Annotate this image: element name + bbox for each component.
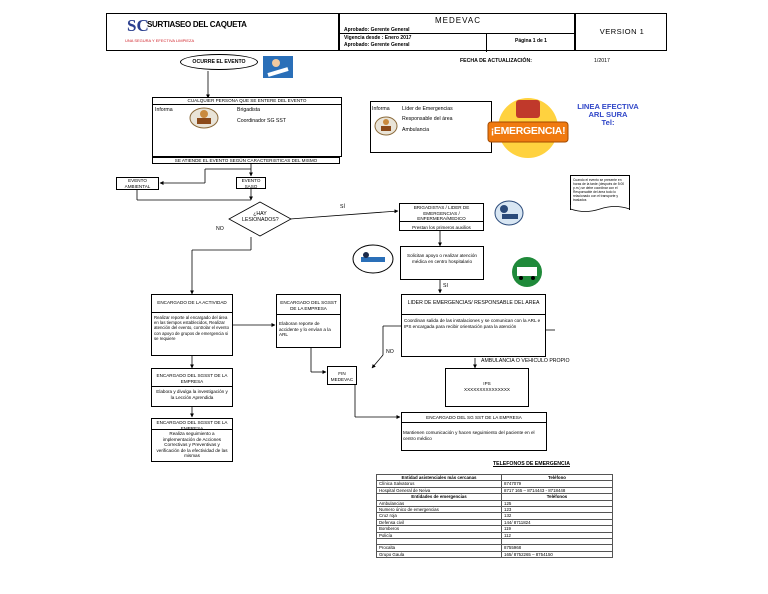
sgsst-report-body: Elaboran reporte de accidente y lo envía… <box>279 321 331 338</box>
leader-responsible-title: LIDER DE EMERGENCIAS/ RESPONSABLE DEL AR… <box>402 295 545 315</box>
sgsst-communication-body: Mantienen comunicación y hacen seguimien… <box>403 430 535 441</box>
sgsst-report-title: ENCARGADO DEL SGSST DE LA EMPRESA <box>277 295 340 315</box>
leader-responsible-body: Coordinan salida de las instalaciones y … <box>404 318 541 329</box>
clinic-phone: 8747079 <box>501 480 613 488</box>
sst-event-node: EVENTO SASO <box>236 177 266 189</box>
yes-label-1: SÍ <box>340 204 345 210</box>
brigadiers-title: BRIGADISTAS / LIDER DE EMERGENCIAS / ENF… <box>400 204 483 222</box>
area-responsible-label: Responsable del área <box>402 116 453 122</box>
company-name: SURTIASEO DEL CAQUETA <box>147 20 247 29</box>
sgsst-communication-title: ENCARGADO DEL SG SST DE LA EMPRESA <box>402 413 546 423</box>
note-wave <box>570 205 630 212</box>
informed-informs: Informa <box>372 106 390 112</box>
own-vehicle-label: AMBULANCIA O VEHICULO PROPIO <box>481 358 570 364</box>
brigadiers-box: BRIGADISTAS / LIDER DE EMERGENCIAS / ENF… <box>399 203 484 231</box>
no-label-1: NO <box>216 226 224 232</box>
activity-manager-body: Realizar reporte al encargado del área e… <box>154 315 230 341</box>
effective-line-2: ARL SURA <box>588 110 628 119</box>
start-event-node: OCURRE EL EVENTO <box>180 54 258 70</box>
medical-support-box: Solicitan apoyo o realizar atención médi… <box>400 246 484 280</box>
coordinator-label: Coordinador SG SST <box>237 118 287 124</box>
yes-label-2: SI <box>443 283 448 289</box>
header-version-cell: VERSION 1 <box>575 13 667 51</box>
start-event-label: OCURRE EL EVENTO <box>192 59 246 65</box>
first-aid-label: Prestan los primeros auxilios <box>412 225 471 230</box>
injured-person-icon <box>262 55 294 79</box>
emergency-phones-table: Entidad asistenciales más cercanas Teléf… <box>376 473 613 559</box>
effective-line-title: LINEA EFECTIVA ARL SURA Tel: <box>566 103 650 127</box>
ips-label: IPS <box>483 381 491 386</box>
company-logo: SC <box>127 16 149 35</box>
emergency-badge-icon: ¡EMERGENCIA! <box>486 96 570 160</box>
entity-phone: 165/ 8752265 – 8754150 <box>501 550 613 559</box>
followup-box: ENCARGADO DEL SGSST DE LA EMPRESA Realiz… <box>151 418 233 462</box>
end-medevac-node: FIN MEDEVAC <box>327 366 357 385</box>
activity-manager-title: ENCARGADO DE LA ACTIVIDAD <box>152 295 232 313</box>
attend-event-bar: SE ATIENDE EL EVENTO SEGÚN CARACTERISTIC… <box>152 157 340 164</box>
injured-decision: ¿HAY LESIONADOS? <box>228 201 292 237</box>
ambulance-label: Ambulancia <box>402 127 430 133</box>
stretcher-icon <box>352 244 394 274</box>
emergency-leader-label: Líder de Emergencias <box>402 106 453 112</box>
reporter-title: CUALQUIER PERSONA QUE SE ENTERE DEL EVEN… <box>153 98 341 105</box>
update-value: 1/2017 <box>594 58 610 64</box>
sgsst-communication-box: ENCARGADO DEL SG SST DE LA EMPRESA Manti… <box>401 412 547 451</box>
update-label: FECHA DE ACTUALIZACIÓN: <box>460 58 532 64</box>
first-aid-icon <box>494 200 524 226</box>
doc-title: MEDEVAC <box>435 16 481 25</box>
no-label-2: NO <box>386 349 394 355</box>
phones-header-phone: Teléfono <box>501 473 613 482</box>
reporter-informs: Informa <box>155 107 173 113</box>
emergency-staff-icon <box>374 116 398 136</box>
header-page-number: Página 1 de 1 <box>515 38 547 44</box>
header-title-cell: MEDEVAC Aprobado: Gerente General Vigenc… <box>339 13 576 52</box>
activity-manager-box: ENCARGADO DE LA ACTIVIDAD Realizar repor… <box>151 294 233 356</box>
header-approved-1: Aprobado: Gerente General <box>344 27 410 33</box>
company-slogan: UNA SEGURA Y EFECTIVA LIMPIEZA <box>125 38 195 43</box>
sgsst-report-box: ENCARGADO DEL SGSST DE LA EMPRESA Elabor… <box>276 294 341 348</box>
entity-phone: 125 <box>501 499 613 507</box>
effective-line-3: Tel: <box>601 118 615 127</box>
investigation-box: ENCARGADO DEL SGSST DE LA EMPRESA Elabor… <box>151 368 233 407</box>
header-logo-cell: SC SURTIASEO DEL CAQUETA UNA SEGURA Y EF… <box>106 13 339 51</box>
investigation-title: ENCARGADO DEL SGSST DE LA EMPRESA <box>152 369 232 387</box>
injured-question: ¿HAY LESIONADOS? <box>242 211 279 224</box>
followup-body: Realiza seguimiento a implementación de … <box>156 431 228 459</box>
followup-title: ENCARGADO DEL SGSST DE LA EMPRESA <box>152 419 232 431</box>
afternoon-note-text: Cuando el evento se presente en horas de… <box>573 178 625 202</box>
ambulance-icon <box>510 257 544 287</box>
informed-box: Informa Líder de Emergencias Responsable… <box>370 101 492 153</box>
brigade-label: Brigadista <box>237 107 261 113</box>
header-approved-2: Aprobado: Gerente General <box>344 42 410 48</box>
investigation-body: Elabora y divulga la investigación y la … <box>156 389 228 400</box>
afternoon-note: Cuando el evento se presente en horas de… <box>570 175 630 210</box>
phones-header-phones: Teléfonos <box>501 493 613 501</box>
emergency-badge-text: ¡EMERGENCIA! <box>490 125 566 137</box>
header-validity: Vigencia desde : Enero 2017 <box>344 35 412 41</box>
brigade-worker-icon <box>189 107 219 129</box>
version-label: VERSION 1 <box>599 27 645 36</box>
entity-name: Grupo Gaula <box>376 550 502 559</box>
ips-name: XXXXXXXXXXXXXXX <box>464 386 510 392</box>
environmental-event-node: EVENTO AMBIENTAL <box>116 177 159 190</box>
emergency-phones-title: TELEFONOS DE EMERGENCIA <box>493 461 570 467</box>
effective-line-1: LINEA EFECTIVA <box>577 102 639 111</box>
ips-box: IPS XXXXXXXXXXXXXXX <box>445 368 529 407</box>
leader-responsible-box: LIDER DE EMERGENCIAS/ RESPONSABLE DEL AR… <box>401 294 546 357</box>
clinic-phone: 8717 165 – 8714443 - 8718448 <box>501 486 613 495</box>
reporter-box: CUALQUIER PERSONA QUE SE ENTERE DEL EVEN… <box>152 97 342 157</box>
